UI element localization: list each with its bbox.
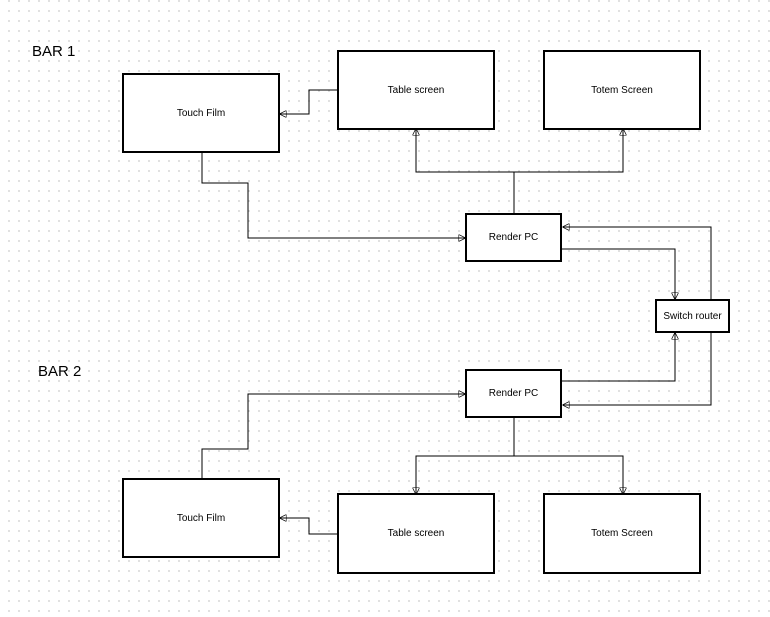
edge-bar1-table-to-touch <box>280 89 338 114</box>
edge-switch-to-bar2-render <box>563 333 712 405</box>
edge-bar1-render-to-table <box>416 129 515 213</box>
node-bar1-touch-film[interactable]: Touch Film <box>122 73 280 153</box>
node-switch-router[interactable]: Switch router <box>655 299 730 333</box>
edge-bar1-render-to-switch <box>562 248 675 299</box>
node-bar2-table-screen[interactable]: Table screen <box>337 493 495 574</box>
edge-bar2-render-to-totem <box>514 455 623 494</box>
edge-bar2-touch-to-render <box>201 394 465 479</box>
edge-bar1-touch-to-render <box>201 152 465 238</box>
node-bar1-render-pc[interactable]: Render PC <box>465 213 562 262</box>
edge-bar2-render-to-table <box>416 417 515 494</box>
edge-switch-to-bar1-render <box>563 227 712 299</box>
node-bar2-totem-screen[interactable]: Totem Screen <box>543 493 701 574</box>
edge-bar1-render-to-totem <box>514 129 623 173</box>
edge-bar2-table-to-touch <box>280 518 338 535</box>
node-bar2-touch-film[interactable]: Touch Film <box>122 478 280 558</box>
section-label-bar1: BAR 1 <box>32 43 76 60</box>
node-bar1-totem-screen[interactable]: Totem Screen <box>543 50 701 130</box>
section-label-bar2: BAR 2 <box>38 363 82 380</box>
node-bar1-table-screen[interactable]: Table screen <box>337 50 495 130</box>
node-bar2-render-pc[interactable]: Render PC <box>465 369 562 418</box>
edge-bar2-render-to-switch <box>562 333 675 382</box>
